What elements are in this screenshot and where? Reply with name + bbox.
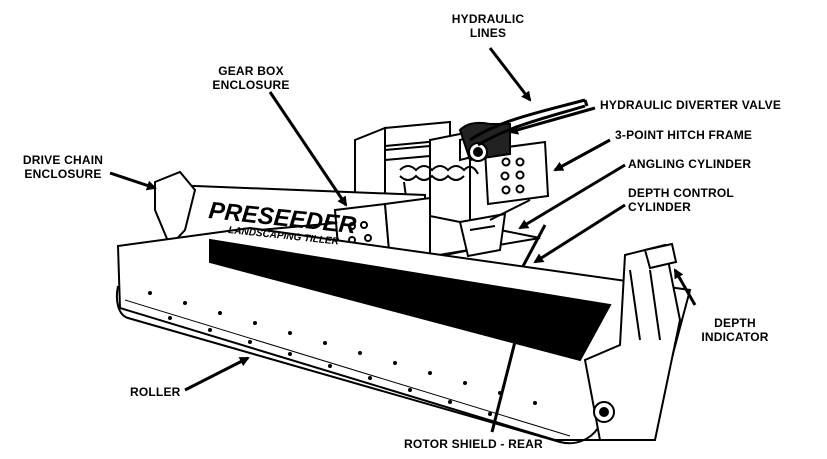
- arrow-drive-chain: [109, 171, 157, 191]
- label-depth-indicator-line1: DEPTH: [714, 316, 756, 330]
- label-drive-chain-enclosure: DRIVE CHAIN ENCLOSURE: [8, 153, 118, 181]
- diverter-valve-block: [458, 121, 550, 206]
- angling-cylinder: [458, 199, 531, 258]
- arrow-hitch-frame: [553, 138, 611, 172]
- arrow-angling-cylinder: [518, 163, 626, 230]
- label-depth-control-cylinder: DEPTH CONTROL CYLINDER: [628, 186, 734, 214]
- roller-assembly: [115, 226, 692, 445]
- label-hydraulic-lines: HYDRAULIC LINES: [428, 12, 548, 40]
- roller-studs: [148, 291, 537, 416]
- arrow-rotor-shield: [490, 320, 523, 433]
- label-drive-chain-line1: DRIVE CHAIN: [22, 153, 104, 167]
- arrow-diverter-valve: [508, 106, 596, 135]
- label-roller: ROLLER: [130, 385, 181, 399]
- label-three-point-hitch-frame: 3-POINT HITCH FRAME: [615, 128, 753, 142]
- label-rotor-shield-rear: ROTOR SHIELD - REAR: [404, 437, 543, 451]
- label-hydraulic-lines-line2: LINES: [469, 26, 507, 40]
- arrow-roller: [184, 356, 250, 392]
- hydraulic-lines: [469, 98, 589, 147]
- arrow-gear-box: [268, 91, 348, 207]
- arrow-depth-indicator: [673, 268, 697, 306]
- label-depth-indicator-line2: INDICATOR: [701, 330, 769, 344]
- arrow-depth-control: [533, 203, 626, 264]
- label-depth-control-line1: DEPTH CONTROL: [628, 186, 734, 200]
- label-gear-box-line1: GEAR BOX: [218, 64, 284, 78]
- label-depth-indicator: DEPTH INDICATOR: [690, 316, 780, 344]
- label-angling-cylinder: ANGLING CYLINDER: [628, 157, 752, 171]
- label-gear-box-enclosure: GEAR BOX ENCLOSURE: [196, 64, 306, 92]
- right-end-plate: [583, 242, 682, 441]
- callout-arrows: [109, 47, 697, 433]
- label-drive-chain-line2: ENCLOSURE: [24, 167, 102, 181]
- label-hydraulic-lines-line1: HYDRAULIC: [451, 12, 525, 26]
- label-hydraulic-diverter-valve: HYDRAULIC DIVERTER VALVE: [600, 98, 782, 112]
- label-depth-control-line2: CYLINDER: [628, 200, 691, 214]
- arrow-hydraulic-lines: [488, 47, 532, 102]
- label-gear-box-line2: ENCLOSURE: [212, 78, 290, 92]
